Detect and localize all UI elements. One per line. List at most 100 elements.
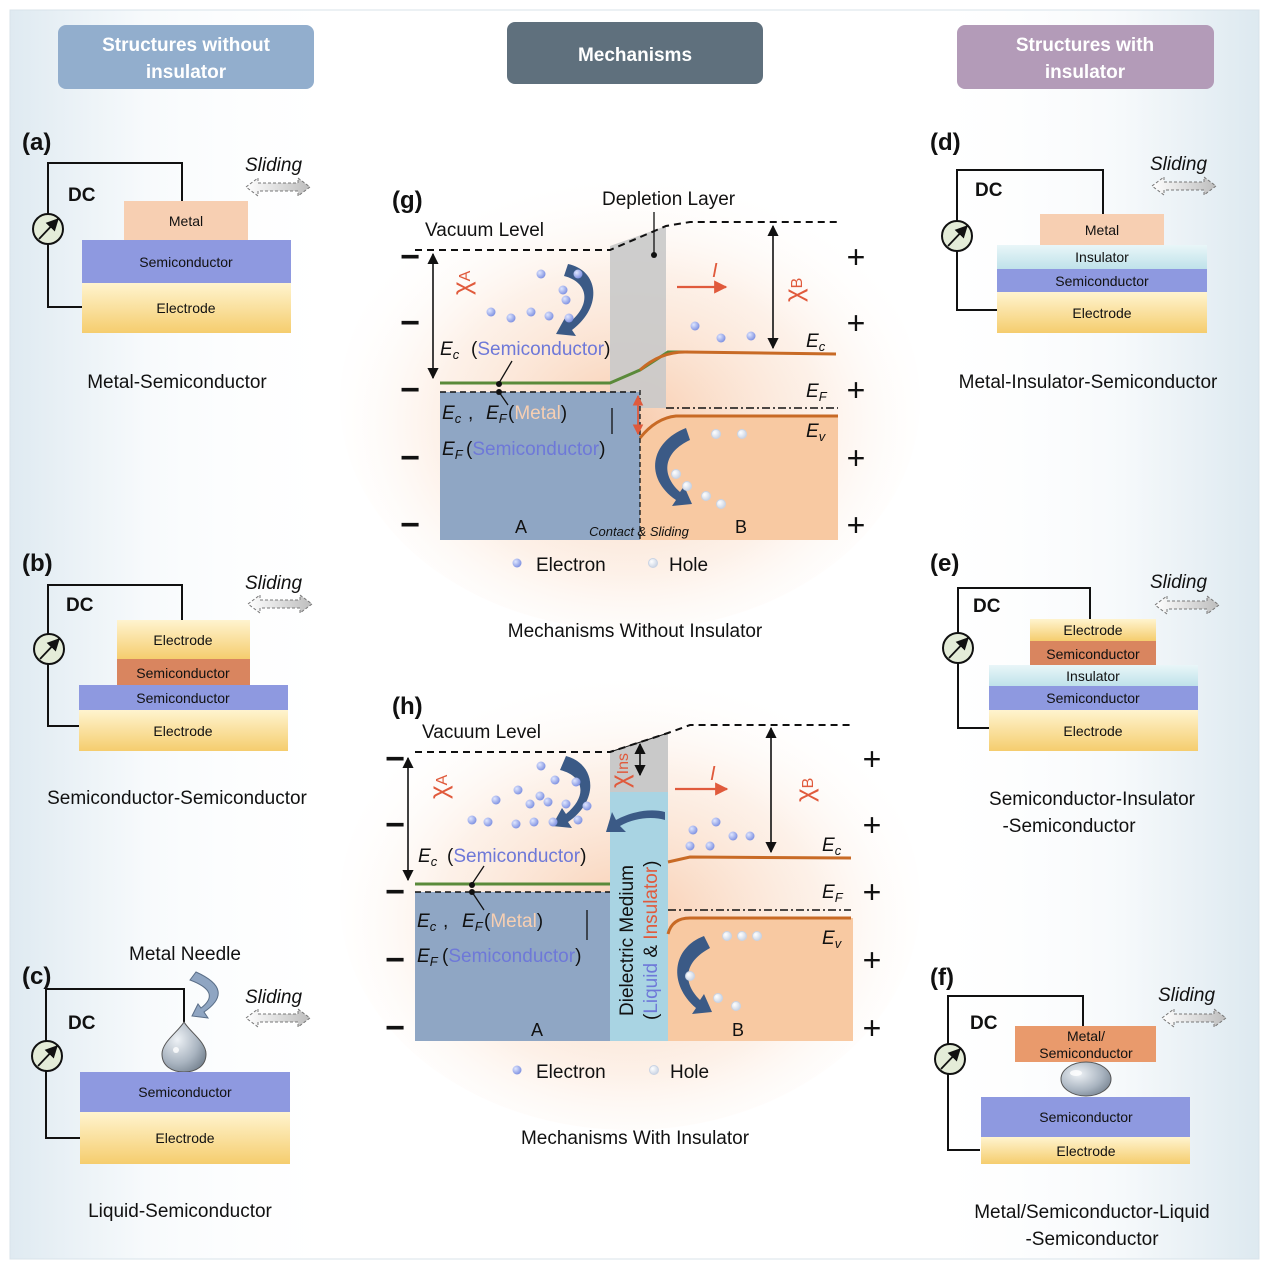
dielectric-medium — [610, 792, 668, 1041]
svg-text:(Metal): (Metal) — [508, 403, 567, 424]
panel-e-caption-line2: -Semiconductor — [1002, 816, 1136, 837]
header-right-line2: insulator — [1045, 62, 1126, 83]
panel-b-tag: (b) — [22, 550, 53, 577]
panel-c: (c) Metal Needle DC Sliding Semiconducto… — [22, 944, 311, 1222]
contact-sliding-label: Contact & Sliding — [589, 524, 689, 539]
dielectric-sub-label: (Liquid & Insulator) — [641, 861, 662, 1021]
sliding-label: Sliding — [245, 573, 302, 594]
side-B-label: B — [735, 517, 747, 537]
hole — [731, 1001, 741, 1011]
semiconductor-label: Semiconductor — [138, 1084, 232, 1100]
electron — [536, 269, 546, 279]
dc-meter-icon — [934, 1043, 966, 1075]
sliding-label: Sliding — [245, 987, 302, 1008]
electron — [550, 775, 560, 785]
svg-text:(Metal): (Metal) — [484, 911, 543, 932]
electron — [690, 321, 700, 331]
electron — [705, 841, 715, 851]
electron — [513, 785, 523, 795]
electron — [728, 831, 738, 841]
dc-meter-icon — [33, 633, 65, 665]
depletion-layer-label: Depletion Layer — [602, 189, 736, 210]
electron — [544, 311, 554, 321]
svg-text:(Semiconductor): (Semiconductor) — [466, 439, 605, 460]
electrode-label: Electrode — [1072, 305, 1131, 321]
plus-sign: + — [847, 507, 866, 543]
svg-text:(Semiconductor): (Semiconductor) — [442, 946, 581, 967]
plus-sign: + — [863, 874, 882, 910]
label-Ec-EF-metal: Ec , EF (Metal) — [442, 403, 567, 426]
electrode-layer — [981, 1137, 1190, 1164]
label-Ec-EF-metal: Ec , EF (Metal) — [417, 911, 543, 934]
hole-legend-label: Hole — [669, 555, 708, 576]
bottom-electrode-layer — [79, 710, 288, 751]
dc-label: DC — [975, 180, 1003, 201]
semiconductor-layer — [997, 269, 1207, 292]
sliding-label: Sliding — [245, 155, 302, 176]
bottom-semiconductor-label: Semiconductor — [136, 690, 230, 706]
sliding-label: Sliding — [1158, 985, 1215, 1006]
svg-text:,: , — [468, 403, 473, 424]
panel-f: (f) DC Sliding Metal/ Semiconductor Semi… — [930, 964, 1227, 1250]
insulator-label: Insulator — [1066, 668, 1120, 684]
side-A-label: A — [515, 517, 527, 537]
band-Ev-B — [666, 916, 851, 935]
electron — [543, 797, 553, 807]
chi-B-label: χB — [789, 778, 819, 802]
panel-g-tag: (g) — [392, 187, 423, 214]
band-Ec-B — [667, 855, 852, 864]
dc-label: DC — [68, 1013, 96, 1034]
region-B — [640, 416, 838, 540]
hole — [671, 469, 681, 479]
chi-ins-label: χIns — [604, 753, 634, 788]
panel-f-caption-line1: Metal/Semiconductor-Liquid — [974, 1202, 1210, 1223]
vacuum-level-label: Vacuum Level — [425, 220, 544, 241]
electron-legend-icon — [512, 558, 522, 568]
dc-label: DC — [973, 596, 1001, 617]
dc-meter-icon — [32, 213, 64, 245]
side-B-label: B — [732, 1020, 744, 1040]
plus-sign: + — [863, 807, 882, 843]
panel-e: (e) DC Sliding Electrode Semiconductor I… — [930, 550, 1220, 837]
label-Ev-B: Ev — [806, 421, 827, 444]
electron — [561, 295, 571, 305]
panel-f-tag: (f) — [930, 964, 954, 991]
region-B — [668, 918, 853, 1041]
minus-sign: − — [385, 941, 405, 979]
electron-legend-label: Electron — [536, 555, 606, 576]
hole-legend-label: Hole — [670, 1062, 709, 1083]
side-A-label: A — [531, 1020, 543, 1040]
bottom-semiconductor-layer — [989, 686, 1198, 710]
bottom-electrode-label: Electrode — [1063, 723, 1122, 739]
plus-sign: + — [863, 741, 882, 777]
svg-text:EF: EF — [462, 911, 484, 934]
top-semiconductor-label: Semiconductor — [136, 665, 230, 681]
top-semiconductor-layer — [1030, 641, 1156, 665]
liquid-droplet-icon — [1060, 1061, 1112, 1097]
semiconductor-layer — [981, 1097, 1190, 1137]
chi-B-label: χB — [778, 278, 808, 302]
hole — [711, 429, 721, 439]
bottom-semiconductor-layer — [79, 685, 288, 710]
header-left-line1: Structures without — [102, 35, 271, 56]
electron — [558, 285, 568, 295]
region-A — [440, 392, 640, 540]
electrode-label: Electrode — [1056, 1143, 1115, 1159]
semiconductor-layer — [82, 240, 291, 283]
svg-text:(Semiconductor): (Semiconductor) — [447, 846, 586, 867]
metal-layer — [1040, 214, 1164, 245]
plus-sign: + — [847, 372, 866, 408]
electron — [525, 799, 535, 809]
electron — [483, 817, 493, 827]
sliding-arrow-icon — [1151, 176, 1217, 196]
panel-c-tag: (c) — [22, 963, 51, 990]
electron — [526, 307, 536, 317]
header-center-title: Mechanisms — [578, 45, 692, 66]
plus-sign: + — [863, 942, 882, 978]
svg-text:EF: EF — [417, 946, 439, 969]
sliding-label: Sliding — [1150, 154, 1207, 175]
plus-sign: + — [847, 239, 866, 275]
sliding-arrow-icon — [245, 1008, 311, 1028]
electron — [685, 841, 695, 851]
